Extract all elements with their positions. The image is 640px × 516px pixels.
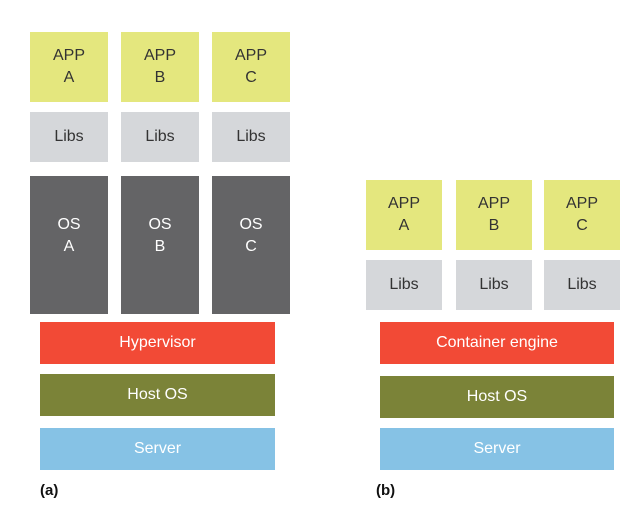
container-libs-a: Libs: [366, 260, 442, 310]
panel-b-label: (b): [376, 482, 396, 499]
vm-libs-b: Libs: [121, 112, 199, 162]
container-libs-b: Libs: [456, 260, 532, 310]
container-server-layer: Server: [380, 428, 614, 470]
vm-libs-c: Libs: [212, 112, 290, 162]
vm-app-a: APP A: [30, 32, 108, 102]
vm-libs-a: Libs: [30, 112, 108, 162]
container-host-os-layer: Host OS: [380, 376, 614, 418]
guest-os-c: OS C: [212, 176, 290, 314]
container-app-b: APP B: [456, 180, 532, 250]
guest-os-a: OS A: [30, 176, 108, 314]
hypervisor-layer: Hypervisor: [40, 322, 275, 364]
vm-host-os-layer: Host OS: [40, 374, 275, 416]
panel-a-label: (a): [40, 482, 59, 499]
vm-server-layer: Server: [40, 428, 275, 470]
container-app-c: APP C: [544, 180, 620, 250]
container-engine-layer: Container engine: [380, 322, 614, 364]
vm-app-c: APP C: [212, 32, 290, 102]
vm-app-b: APP B: [121, 32, 199, 102]
container-app-a: APP A: [366, 180, 442, 250]
container-libs-c: Libs: [544, 260, 620, 310]
guest-os-b: OS B: [121, 176, 199, 314]
